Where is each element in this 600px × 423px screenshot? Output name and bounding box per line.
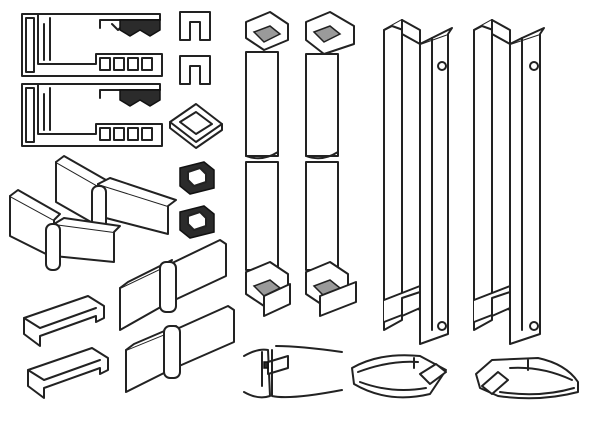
end-cap xyxy=(179,11,211,41)
end-cap xyxy=(179,55,211,85)
u-channel xyxy=(27,347,109,399)
glass-seal-strip xyxy=(475,357,579,400)
glass-hinge xyxy=(125,305,235,393)
glass-hinge xyxy=(55,155,177,235)
glass-seal-strip xyxy=(351,354,447,399)
corner-connector xyxy=(169,103,223,149)
pivot-rod xyxy=(305,11,357,317)
aluminum-profile-rail xyxy=(21,83,163,147)
small-clip xyxy=(179,205,215,239)
small-clip xyxy=(179,161,215,195)
aluminum-profile-rail xyxy=(21,13,163,77)
pull-handle xyxy=(473,19,545,345)
glass-seal-strip xyxy=(243,345,343,399)
glass-hinge xyxy=(9,189,121,271)
u-channel xyxy=(23,295,105,347)
glass-hinge xyxy=(119,239,227,331)
pivot-rod xyxy=(245,11,291,317)
pull-handle xyxy=(383,19,453,345)
